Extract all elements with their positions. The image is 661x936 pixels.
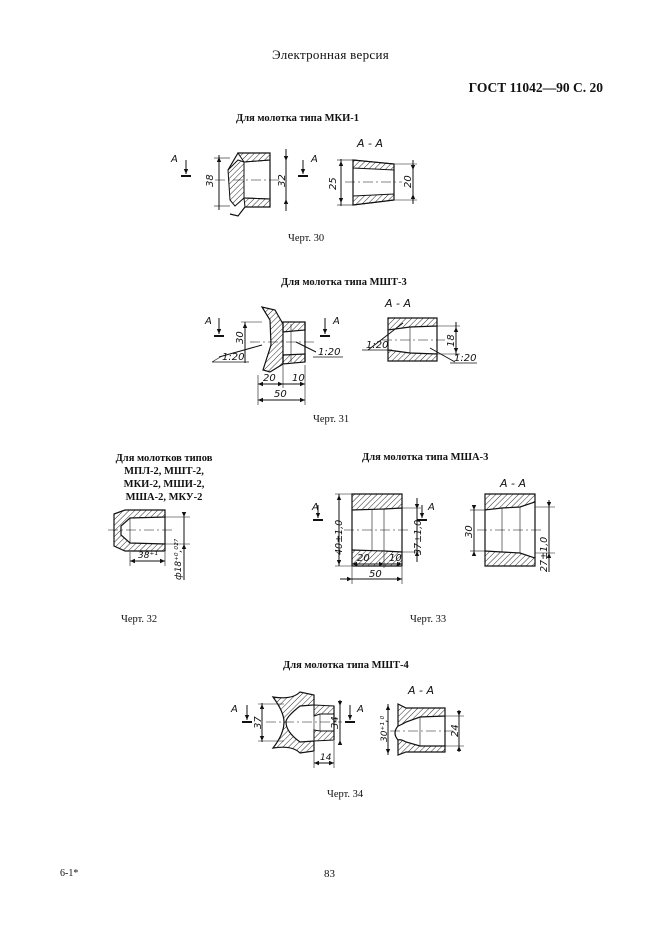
dim-label: ф18⁺⁰,⁰²⁷ bbox=[174, 538, 184, 580]
dim-label: 30⁺¹,⁰ bbox=[380, 715, 390, 742]
dim-label: 30 bbox=[464, 525, 475, 538]
dim-label: 10 bbox=[389, 553, 402, 564]
section-mark: А bbox=[332, 316, 340, 327]
dim-label: 32 bbox=[277, 174, 288, 187]
dim-label: 38⁺¹ bbox=[138, 551, 158, 561]
dim-label: 30 bbox=[235, 331, 246, 344]
page-number: 83 bbox=[324, 868, 335, 880]
footer-mark: 6-1* bbox=[60, 868, 79, 879]
taper-label: 1:20 bbox=[454, 353, 476, 364]
fig30-label: Черт. 30 bbox=[288, 233, 325, 244]
fig34-label: Черт. 34 bbox=[327, 789, 364, 800]
fig32-caption-line: МПЛ-2, МШТ-2, bbox=[124, 466, 204, 477]
section-title: А - А bbox=[407, 684, 434, 697]
section-mark: А bbox=[310, 154, 318, 165]
page-header: Электронная версия bbox=[271, 47, 389, 62]
taper-label: 1:20 bbox=[366, 340, 388, 351]
fig33-drawing: А А 40±1,0 37± bbox=[311, 477, 555, 584]
fig34-caption: Для молотка типа МШТ-4 bbox=[283, 660, 409, 671]
section-mark: А bbox=[356, 704, 364, 715]
dim-label: 50 bbox=[369, 569, 382, 580]
fig30-drawing: А А 38 32 А - А bbox=[170, 137, 417, 217]
dim-label: 37±1,0 bbox=[413, 520, 424, 555]
dim-label: 25 bbox=[328, 177, 339, 190]
taper-label: 1:20 bbox=[222, 352, 244, 363]
dim-label: 20 bbox=[263, 373, 276, 384]
section-mark: А bbox=[170, 154, 178, 165]
fig32-label: Черт. 32 bbox=[121, 614, 158, 625]
fig32-caption: Для молотков типов МПЛ-2, МШТ-2, МКИ-2, … bbox=[96, 452, 232, 504]
dim-label: 34 bbox=[330, 716, 341, 729]
section-title: А - А bbox=[356, 137, 383, 150]
standard-number: ГОСТ 11042—90 С. 20 bbox=[468, 80, 603, 95]
fig33-caption: Для молотка типа МША-3 bbox=[362, 452, 489, 463]
section-mark: А bbox=[204, 316, 212, 327]
section-mark: А bbox=[230, 704, 238, 715]
dim-label: 14 bbox=[320, 753, 332, 763]
fig31-drawing: А А 30 1:20 1:20 bbox=[204, 297, 477, 405]
section-title: А - А bbox=[384, 297, 411, 310]
fig31-label: Черт. 31 bbox=[313, 414, 350, 425]
fig32-caption-line: МША-2, МКУ-2 bbox=[125, 492, 203, 503]
dim-label: 20 bbox=[357, 553, 370, 564]
fig32-drawing: 38⁺¹ ф18⁺⁰,⁰²⁷ bbox=[108, 509, 190, 580]
dim-label: 50 bbox=[274, 389, 287, 400]
dim-label: 10 bbox=[292, 373, 305, 384]
fig32-caption-line: Для молотков типов bbox=[115, 453, 213, 464]
dim-label: 24 bbox=[450, 724, 461, 737]
fig30-caption: Для молотка типа МКИ-1 bbox=[236, 113, 360, 124]
section-mark: А bbox=[311, 502, 319, 513]
dim-label: 40±1,0 bbox=[334, 520, 345, 555]
dim-label: 27±1,0 bbox=[539, 537, 550, 572]
dim-label: 38 bbox=[205, 174, 216, 187]
dim-label: 37 bbox=[253, 716, 264, 729]
dim-label: 20 bbox=[403, 175, 414, 188]
dim-label: 18 bbox=[446, 334, 457, 347]
fig34-drawing: А А 37 34 bbox=[230, 684, 464, 768]
fig32-caption-line: МКИ-2, МШИ-2, bbox=[123, 479, 205, 490]
fig33-label: Черт. 33 bbox=[410, 614, 447, 625]
section-title: А - А bbox=[499, 477, 526, 490]
fig31-caption: Для молотка типа МШТ-3 bbox=[281, 277, 407, 288]
taper-label: 1:20 bbox=[318, 347, 340, 358]
section-mark: А bbox=[427, 502, 435, 513]
